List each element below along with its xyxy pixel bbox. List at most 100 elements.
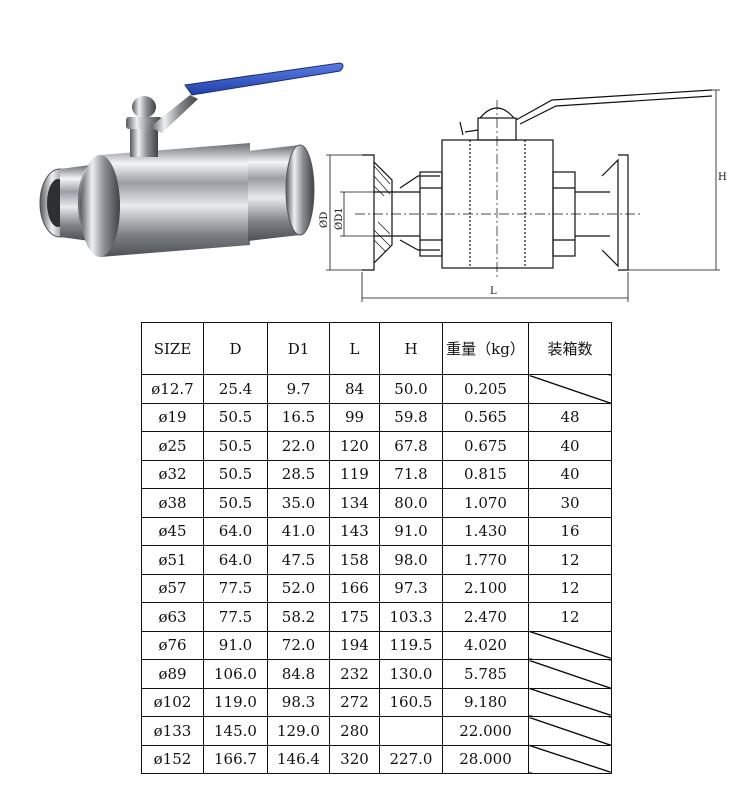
table-cell: 5.785: [442, 659, 529, 689]
header-d1: D1: [267, 322, 330, 375]
table-cell: 91.0: [203, 630, 268, 660]
table-cell: 120: [329, 431, 380, 461]
table-cell: 119.5: [379, 630, 443, 660]
table-cell: 129.0: [267, 716, 330, 746]
table-cell: 1.430: [442, 516, 529, 546]
table-cell: [379, 716, 443, 746]
table-cell: 4.020: [442, 630, 529, 660]
table-cell: 227.0: [379, 744, 443, 774]
table-cell: 67.8: [379, 431, 443, 461]
table-cell: 28.5: [267, 459, 330, 489]
table-cell: 58.2: [267, 602, 330, 632]
header-weight: 重量（kg）: [442, 322, 529, 375]
dim-l-label: L: [490, 286, 497, 297]
table-cell: 130.0: [379, 659, 443, 689]
table-cell: ø25: [141, 431, 204, 461]
table-cell: 40: [528, 459, 612, 489]
table-cell: ø89: [141, 659, 204, 689]
table-cell: 175: [329, 602, 380, 632]
table-cell: 1.070: [442, 488, 529, 518]
table-cell: 50.5: [203, 402, 268, 432]
table-header-row: SIZE D D1 L H 重量（kg） 装箱数: [141, 322, 612, 375]
table-cell: 166.7: [203, 744, 268, 774]
table-cell: ø19: [141, 402, 204, 432]
dim-d-label: ØD: [319, 212, 330, 228]
table-cell: 12: [528, 573, 612, 603]
table-cell-empty: [528, 630, 612, 660]
table-cell: 0.565: [442, 402, 529, 432]
table-cell: ø57: [141, 573, 204, 603]
table-cell: 50.0: [379, 374, 443, 404]
table-cell: 119: [329, 459, 380, 489]
table-cell: 47.5: [267, 545, 330, 575]
table-cell: 41.0: [267, 516, 330, 546]
table-cell: ø38: [141, 488, 204, 518]
table-cell: 30: [528, 488, 612, 518]
table-cell: 119.0: [203, 687, 268, 717]
table-cell: ø102: [141, 687, 204, 717]
table-cell: 97.3: [379, 573, 443, 603]
table-cell: 16: [528, 516, 612, 546]
table-cell: 64.0: [203, 516, 268, 546]
table-cell: 59.8: [379, 402, 443, 432]
table-cell: 106.0: [203, 659, 268, 689]
table-cell: 146.4: [267, 744, 330, 774]
header-d: D: [203, 322, 268, 375]
table-cell-empty: [528, 659, 612, 689]
table-cell: 2.100: [442, 573, 529, 603]
table-cell: 134: [329, 488, 380, 518]
table-cell: 91.0: [379, 516, 443, 546]
dim-d1-label: ØD1: [334, 207, 345, 230]
table-cell: 50.5: [203, 459, 268, 489]
table-cell: ø51: [141, 545, 204, 575]
table-cell-empty: [528, 716, 612, 746]
table-cell: 160.5: [379, 687, 443, 717]
table-cell: ø152: [141, 744, 204, 774]
table-cell: 194: [329, 630, 380, 660]
table-cell: 25.4: [203, 374, 268, 404]
table-cell: ø45: [141, 516, 204, 546]
table-cell-empty: [528, 374, 612, 404]
table-cell: 143: [329, 516, 380, 546]
table-cell: 40: [528, 431, 612, 461]
dim-h-label: H: [718, 172, 727, 183]
table-cell: 72.0: [267, 630, 330, 660]
table-cell: 77.5: [203, 602, 268, 632]
table-cell: 166: [329, 573, 380, 603]
table-cell: 22.0: [267, 431, 330, 461]
table-cell: 2.470: [442, 602, 529, 632]
table-cell: 28.000: [442, 744, 529, 774]
table-cell: ø12.7: [141, 374, 204, 404]
table-cell: 99: [329, 402, 380, 432]
table-cell: 98.0: [379, 545, 443, 575]
ball-valve-photo: [39, 62, 344, 257]
table-cell: 12: [528, 545, 612, 575]
table-cell: 9.7: [267, 374, 330, 404]
table-cell: 1.770: [442, 545, 529, 575]
table-cell: 71.8: [379, 459, 443, 489]
header-l: L: [329, 322, 380, 375]
table-cell: 12: [528, 602, 612, 632]
table-cell: 84: [329, 374, 380, 404]
table-cell: ø63: [141, 602, 204, 632]
table-cell: 80.0: [379, 488, 443, 518]
table-cell: 0.815: [442, 459, 529, 489]
table-cell-empty: [528, 744, 612, 774]
table-cell: 52.0: [267, 573, 330, 603]
table-cell: 84.8: [267, 659, 330, 689]
table-cell: ø32: [141, 459, 204, 489]
table-cell: ø76: [141, 630, 204, 660]
technical-drawing: H L ØD ØD1: [319, 89, 727, 302]
